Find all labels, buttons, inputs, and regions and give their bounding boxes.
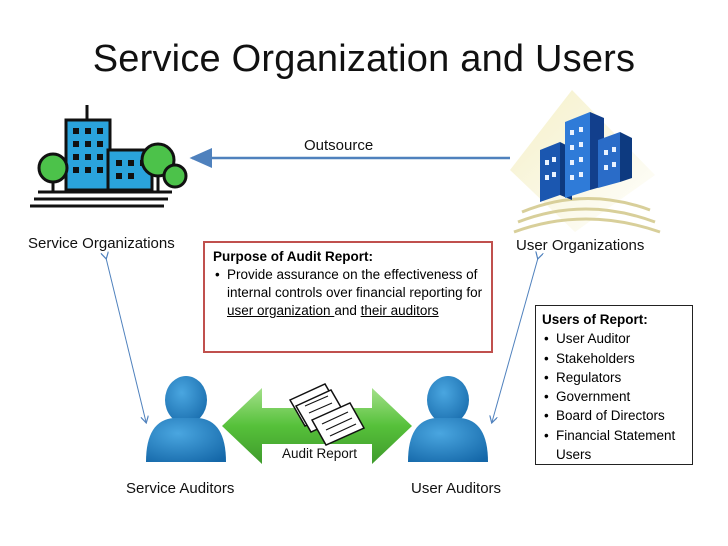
service-auditors-label: Service Auditors (126, 480, 234, 497)
purpose-text-2: and (334, 303, 360, 318)
purpose-of-audit-report-box: Purpose of Audit Report: Provide assuran… (203, 241, 493, 353)
users-heading: Users of Report: (542, 310, 686, 329)
list-item: Stakeholders (556, 349, 686, 368)
outsource-label: Outsource (304, 137, 373, 154)
user-organization-building-icon (510, 90, 660, 232)
user-org-to-auditor-connector (492, 258, 538, 422)
purpose-list: Provide assurance on the effectiveness o… (213, 266, 483, 320)
purpose-item: Provide assurance on the effectiveness o… (227, 266, 483, 320)
user-auditor-person-icon (408, 376, 488, 462)
list-item: Board of Directors (556, 406, 686, 425)
list-item: Regulators (556, 368, 686, 387)
list-item: Financial Statement Users (556, 426, 686, 465)
service-organizations-label: Service Organizations (28, 235, 175, 252)
purpose-text-1: Provide assurance on the effectiveness o… (227, 267, 482, 300)
audit-report-label: Audit Report (282, 446, 357, 461)
user-organizations-label: User Organizations (516, 237, 644, 254)
their-auditors-link: their auditors (361, 303, 439, 318)
purpose-heading: Purpose of Audit Report: (213, 248, 483, 266)
users-of-report-box: Users of Report: User Auditor Stakeholde… (535, 305, 693, 465)
users-list: User Auditor Stakeholders Regulators Gov… (542, 329, 686, 464)
service-auditor-person-icon (146, 376, 226, 462)
service-organization-building-icon (30, 105, 186, 206)
list-item: Government (556, 387, 686, 406)
service-org-to-auditor-connector (106, 258, 146, 422)
user-auditors-label: User Auditors (411, 480, 501, 497)
list-item: User Auditor (556, 329, 686, 348)
user-organization-link: user organization (227, 303, 334, 318)
